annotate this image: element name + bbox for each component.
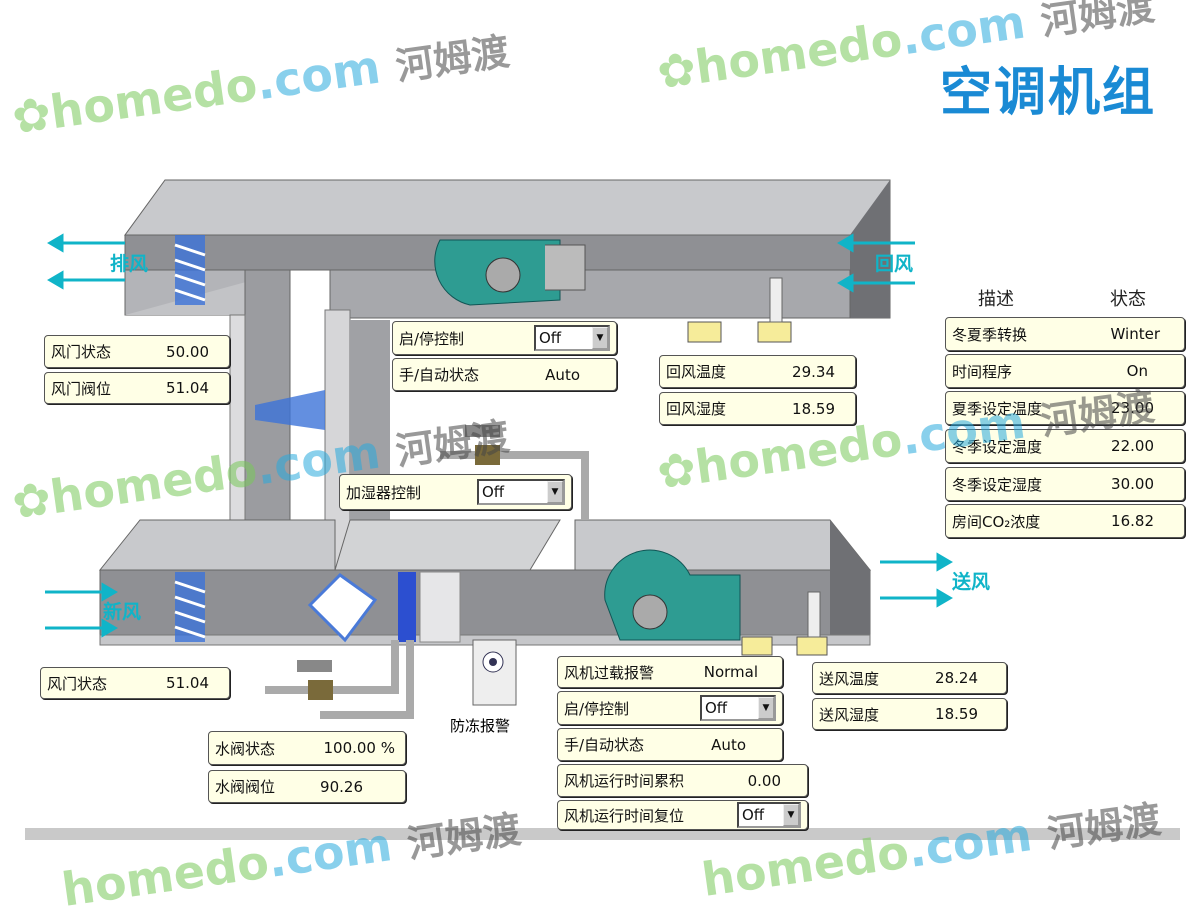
label-fresh: 新风: [103, 601, 142, 623]
flow-arrows: [45, 233, 953, 638]
return-fan-icon: [434, 239, 586, 306]
humidifier-select[interactable]: Off▼: [477, 479, 565, 505]
chevron-down-icon: ▼: [547, 481, 563, 503]
label-supply: 送风: [952, 571, 991, 593]
exhaust-damper-icon: [174, 235, 206, 305]
label-exhaust: 排风: [110, 253, 149, 275]
water-valve-icon: [297, 660, 333, 700]
page-title: 空调机组: [940, 63, 1157, 123]
label-return: 回风: [875, 253, 914, 275]
return-sensor-icon: [687, 277, 792, 343]
chevron-down-icon: ▼: [592, 327, 608, 349]
supply-fan-onoff-select[interactable]: Off▼: [700, 695, 776, 721]
runtime-reset-select[interactable]: Off▼: [737, 802, 801, 828]
mix-damper-icon: [255, 390, 325, 430]
supply-fan-icon: [604, 549, 741, 641]
chevron-down-icon: ▼: [783, 804, 799, 826]
humidifier-valve-icon: [465, 425, 500, 465]
settings-header-status: 状态: [1110, 289, 1146, 310]
coil-icon: [398, 572, 416, 642]
fresh-damper-icon: [174, 572, 206, 642]
chevron-down-icon: ▼: [758, 697, 774, 719]
supply-sensor-icon: [741, 591, 828, 656]
duct-top: [124, 179, 891, 236]
settings-header-desc: 描述: [978, 289, 1014, 310]
antifreeze-alarm-icon: [472, 639, 517, 706]
antifreeze-alarm-label: 防冻报警: [450, 717, 511, 735]
return-fan-onoff-select[interactable]: Off▼: [534, 325, 610, 351]
bottom-bar: [25, 828, 1180, 840]
filter-icon: [307, 573, 378, 643]
